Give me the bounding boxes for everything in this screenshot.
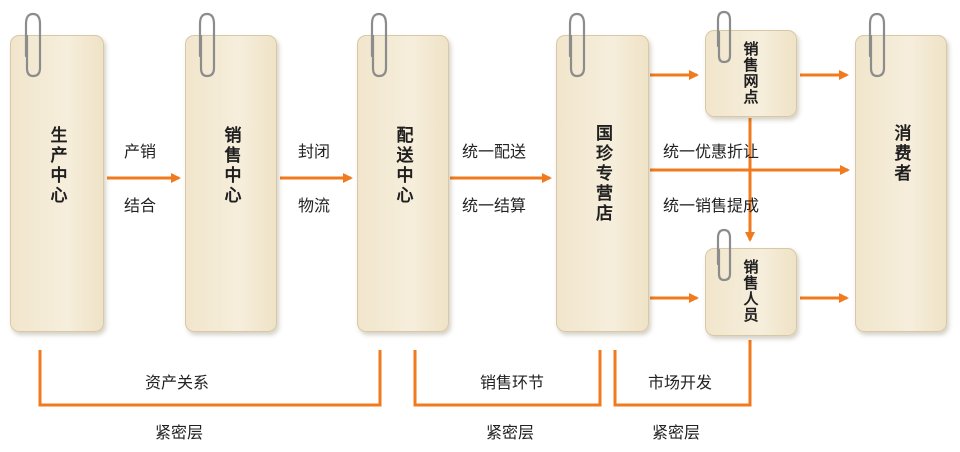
node-sales-outlet: 销售网点 xyxy=(705,30,797,117)
paperclip-icon xyxy=(24,12,42,78)
paperclip-icon xyxy=(716,228,732,282)
edge-label-prod-sales-1: 产销 xyxy=(124,142,157,161)
bracket-label-asset-relation: 资产关系 xyxy=(145,373,210,392)
node-consumer: 消费者 xyxy=(855,35,947,332)
bracket-sales-link xyxy=(413,350,602,407)
node-sales-center: 销售中心 xyxy=(185,35,277,332)
node-label-consumer: 消费者 xyxy=(890,124,911,184)
edge-label-prod-sales-2: 结合 xyxy=(124,196,157,215)
node-label-production-center: 生产中心 xyxy=(46,126,67,206)
edge-label-unified-commission: 统一销售提成 xyxy=(663,196,760,215)
node-distribution-center: 配送中心 xyxy=(357,35,449,332)
node-production-center: 生产中心 xyxy=(10,35,104,332)
node-salesperson: 销售人员 xyxy=(705,248,797,336)
edge-label-unified-settlement: 统一结算 xyxy=(462,196,527,215)
edge-label-closed-1: 封闭 xyxy=(298,142,331,161)
paperclip-icon xyxy=(198,12,216,78)
bracket-label-tight-layer-3: 紧密层 xyxy=(652,423,701,442)
paperclip-icon xyxy=(868,12,886,78)
paperclip-icon xyxy=(568,12,586,78)
bracket-label-tight-layer-1: 紧密层 xyxy=(155,423,204,442)
edge-label-closed-2: 物流 xyxy=(298,196,331,215)
bracket-label-tight-layer-2: 紧密层 xyxy=(486,423,535,442)
node-label-sales-center: 销售中心 xyxy=(220,126,241,206)
node-label-salesperson: 销售人员 xyxy=(741,259,760,323)
bracket-label-sales-link: 销售环节 xyxy=(480,373,545,392)
bracket-asset-relation xyxy=(38,350,382,407)
bracket-market-dev xyxy=(613,340,752,407)
edge-label-unified-discount: 统一优惠折让 xyxy=(663,142,760,161)
paperclip-icon xyxy=(370,12,388,78)
node-label-distribution-center: 配送中心 xyxy=(392,126,413,206)
edge-label-unified-delivery: 统一配送 xyxy=(462,142,527,161)
node-guozhen-store: 国珍专营店 xyxy=(556,35,649,332)
node-label-sales-outlet: 销售网点 xyxy=(741,41,760,105)
node-label-guozhen-store: 国珍专营店 xyxy=(592,124,612,224)
bracket-label-market-dev: 市场开发 xyxy=(648,373,713,392)
paperclip-icon xyxy=(716,10,732,64)
